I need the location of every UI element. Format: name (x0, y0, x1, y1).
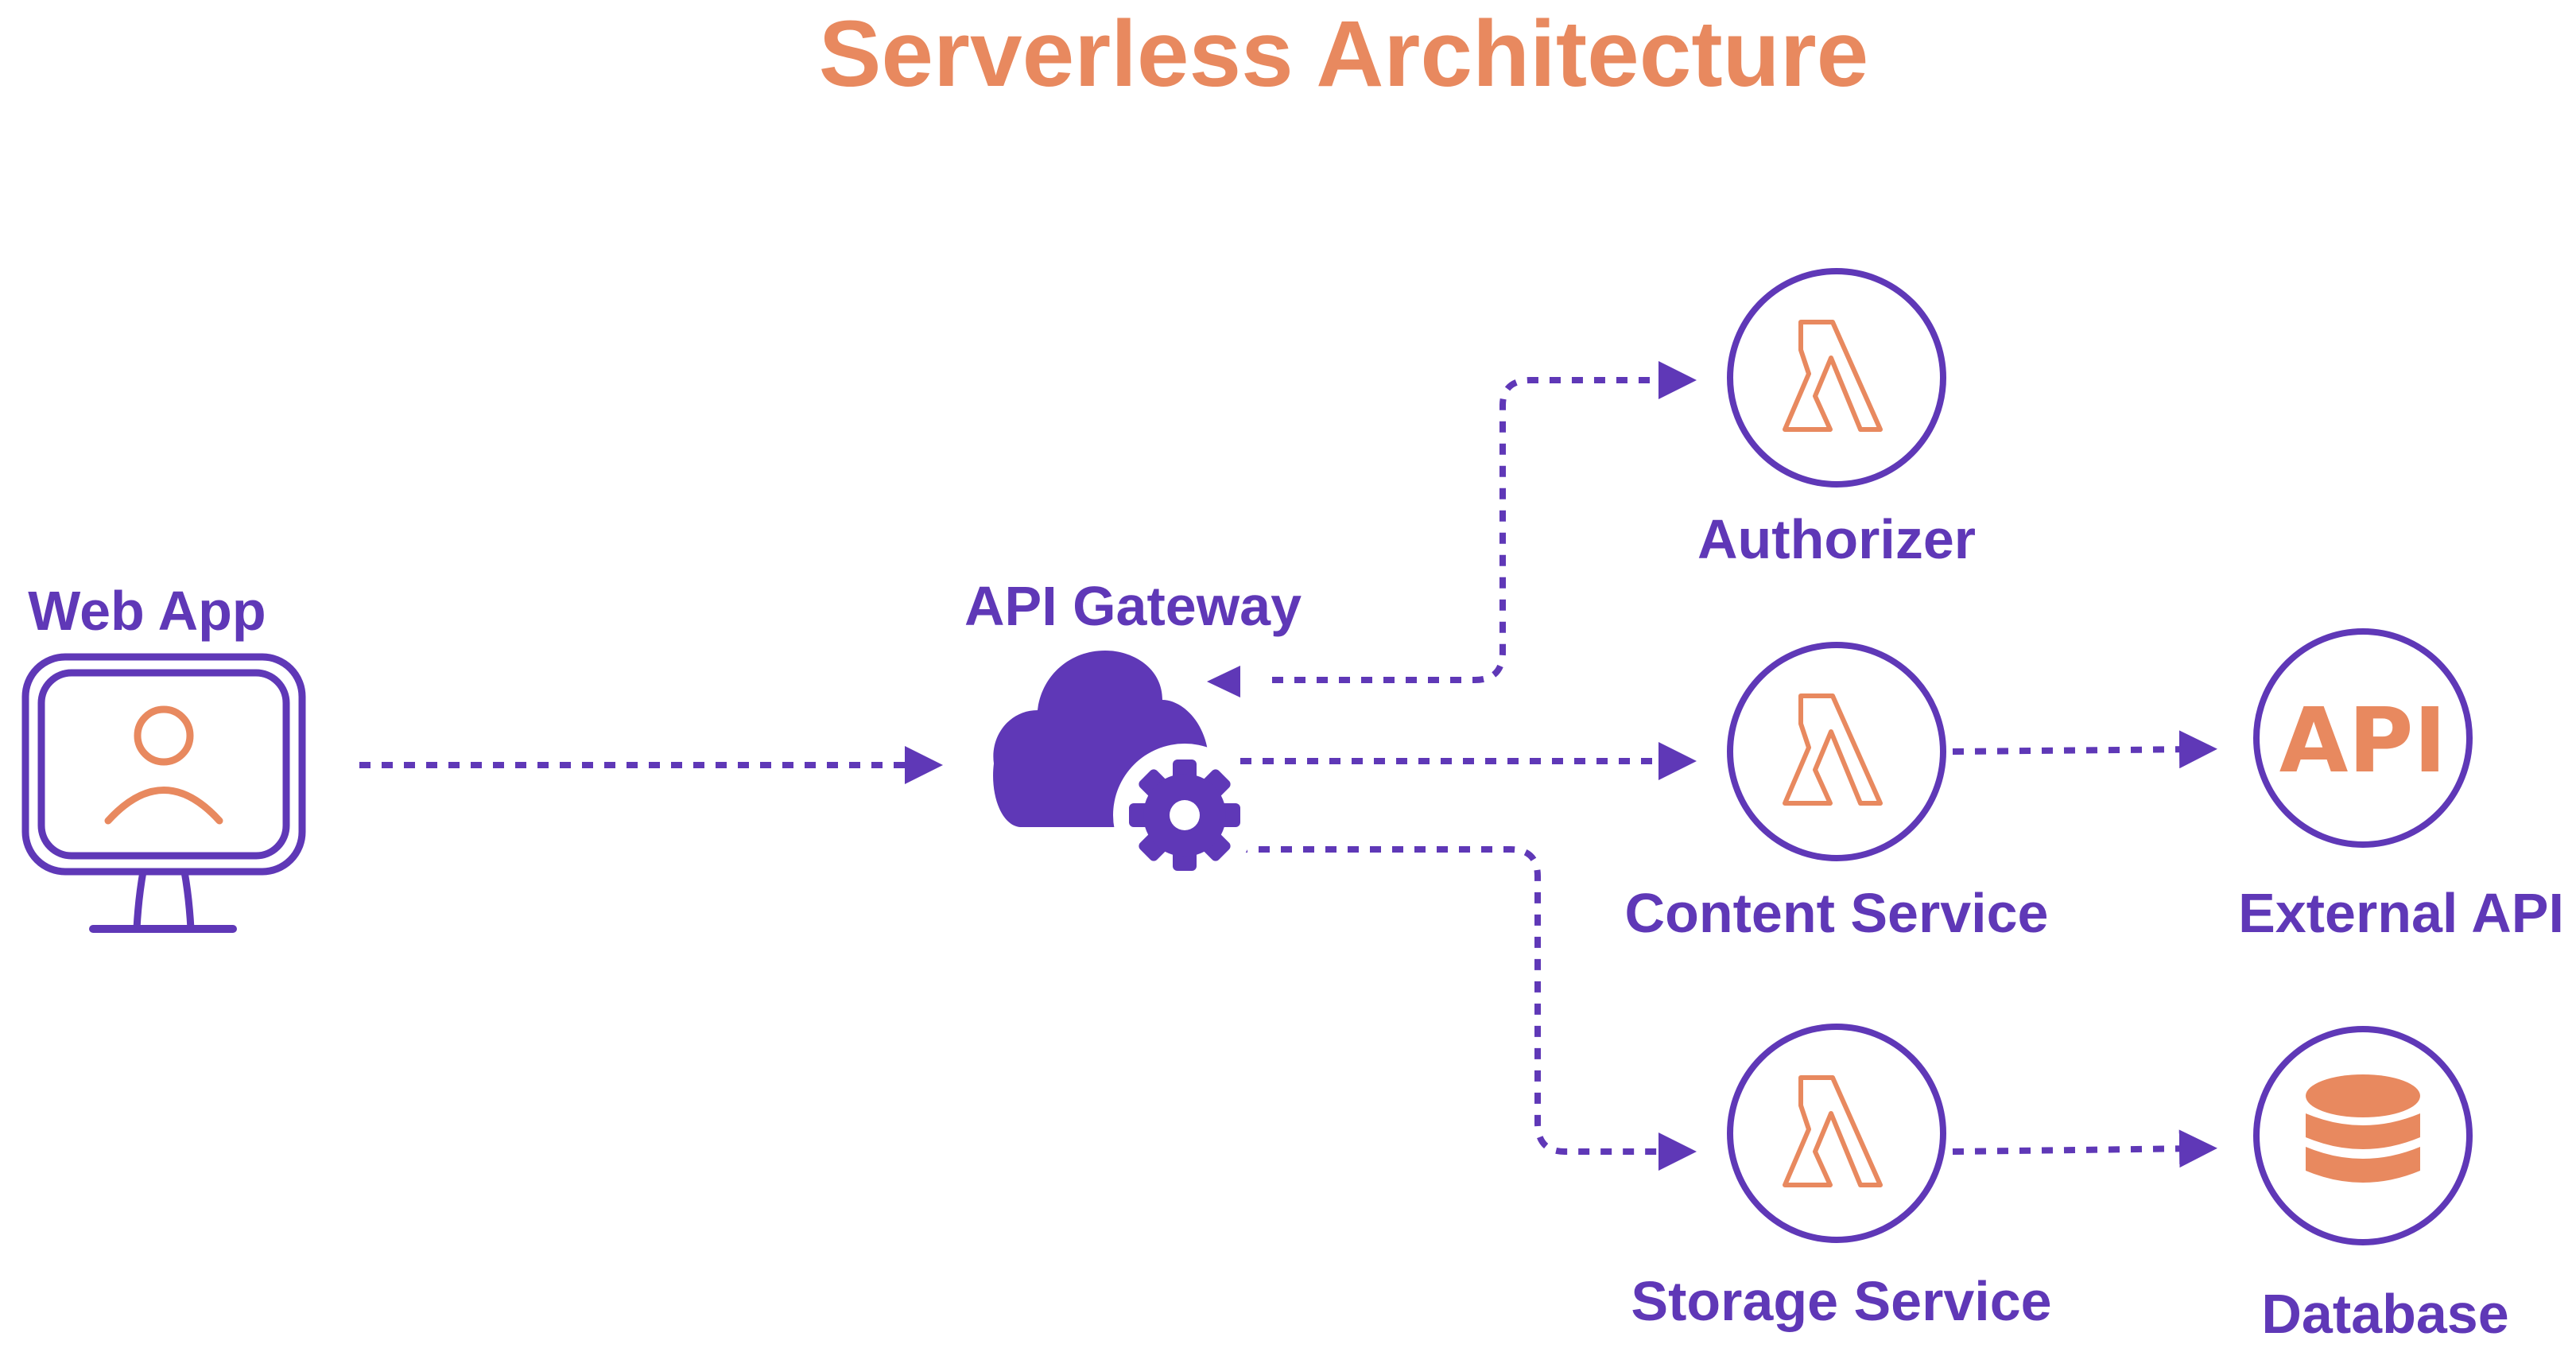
api-icon: API (2279, 690, 2446, 793)
node-database[interactable]: Database (2253, 1026, 2509, 1345)
node-external-api[interactable]: API External API (2238, 628, 2564, 944)
database-icon (2306, 1074, 2420, 1183)
node-content-service[interactable]: Content Service (1625, 642, 2049, 944)
node-authorizer[interactable]: Authorizer (1697, 268, 1976, 570)
node-storage-service[interactable]: Storage Service (1631, 1024, 2052, 1332)
edge-gateway-to-storage-service (1236, 846, 1697, 1171)
edge-content-service-to-external-api (1952, 730, 2217, 769)
storage-service-circle (1727, 1024, 1946, 1243)
content-service-circle (1727, 642, 1946, 861)
diagram-title: Serverless Architecture (819, 2, 1869, 107)
storage-service-label: Storage Service (1631, 1270, 2051, 1332)
lambda-icon (1783, 1075, 1883, 1187)
content-service-label: Content Service (1625, 882, 2049, 944)
lambda-icon (1783, 320, 1883, 432)
web-app-label: Web App (28, 580, 266, 642)
api-gateway-label: API Gateway (964, 575, 1302, 637)
authorizer-circle (1727, 268, 1946, 488)
monitor-user-icon (21, 653, 306, 933)
edge-storage-service-to-database (1952, 1129, 2217, 1168)
authorizer-label: Authorizer (1697, 508, 1976, 570)
external-api-circle (2253, 628, 2473, 848)
connectors (359, 361, 2217, 1171)
edge-authorizer-to-gateway-arrowhead (1207, 666, 1240, 697)
database-label: Database (2261, 1283, 2508, 1345)
edge-gateway-to-authorizer (1272, 361, 1697, 683)
lambda-icon (1783, 693, 1883, 806)
node-api-gateway[interactable]: API Gateway (964, 575, 1302, 887)
node-web-app[interactable]: Web App (21, 580, 306, 933)
cloud-gear-icon (993, 651, 1256, 887)
external-api-label: External API (2238, 882, 2564, 944)
